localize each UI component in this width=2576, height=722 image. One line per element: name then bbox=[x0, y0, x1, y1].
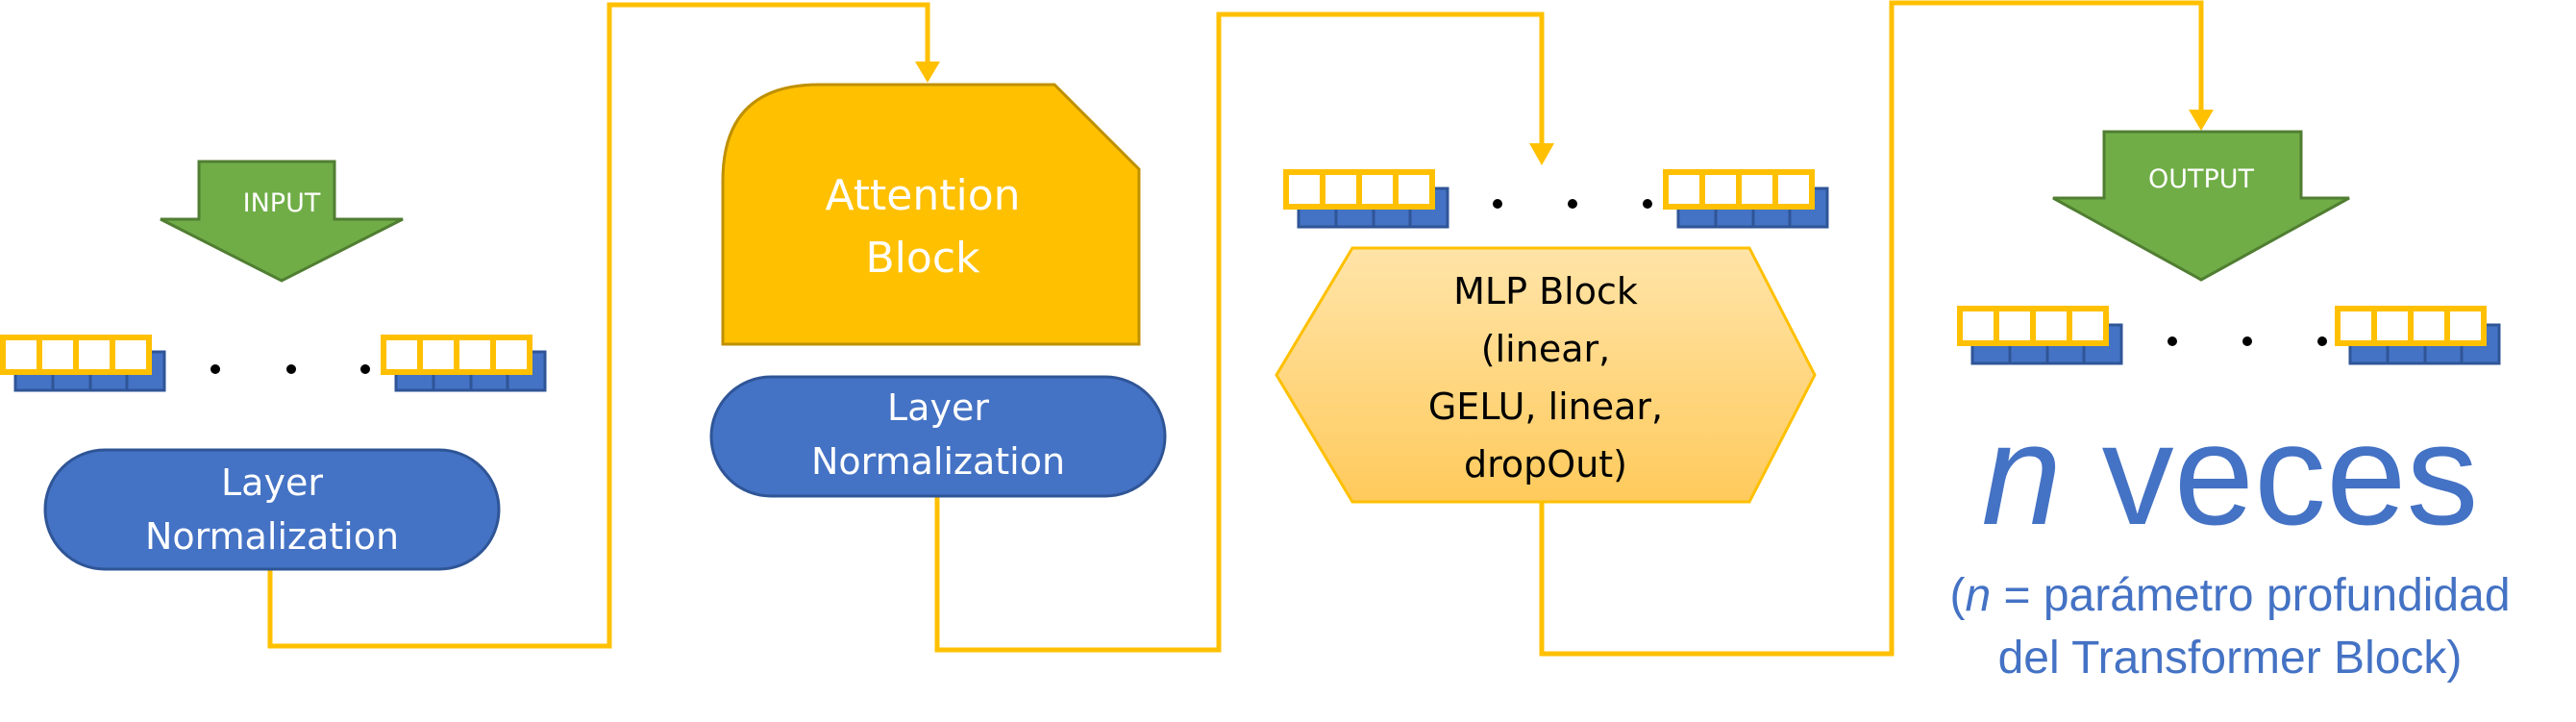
repeat-title-veces: veces bbox=[2062, 393, 2479, 555]
mlp-block-line2: (linear, bbox=[1481, 328, 1610, 370]
repeat-title-n: n bbox=[1982, 393, 2062, 555]
ellipsis-dots-mid bbox=[1493, 199, 1652, 209]
attention-block-line2: Block bbox=[865, 234, 980, 283]
ellipsis-dots-right bbox=[2167, 336, 2327, 346]
input-arrow: INPUT bbox=[160, 160, 404, 283]
repeat-title: n veces bbox=[1982, 393, 2479, 555]
layer-norm-1: Layer Normalization bbox=[43, 448, 501, 571]
token-vector-mid-2 bbox=[1663, 169, 1829, 229]
connector-mlp-to-output bbox=[1539, 0, 2204, 657]
layer-norm-1-line2: Normalization bbox=[145, 515, 399, 558]
token-vector-mid-1 bbox=[1283, 169, 1449, 229]
mlp-block-line3: GELU, linear, bbox=[1428, 386, 1663, 428]
token-vector-right-2 bbox=[2335, 306, 2501, 365]
arrow-head-mlp bbox=[1529, 143, 1554, 165]
mlp-block-line1: MLP Block bbox=[1453, 270, 1638, 312]
connector-norm1-to-attention bbox=[267, 2, 930, 649]
mlp-block-line4: dropOut) bbox=[1464, 443, 1627, 485]
attention-block-shape bbox=[721, 83, 1141, 346]
layer-norm-2-line1: Layer bbox=[887, 386, 989, 429]
attention-block-line1: Attention bbox=[825, 171, 1020, 220]
arrow-head-attention bbox=[915, 62, 940, 83]
input-arrow-shape bbox=[160, 160, 404, 283]
ellipsis-dots-left bbox=[211, 364, 370, 374]
connector-norm2-to-mlp bbox=[934, 12, 1545, 653]
token-vector-right-1 bbox=[1957, 306, 2123, 365]
layer-norm-2: Layer Normalization bbox=[709, 375, 1167, 498]
layer-norm-1-shape bbox=[43, 448, 501, 571]
repeat-subtitle-line2: del Transformer Block) bbox=[1998, 633, 2463, 684]
input-label: INPUT bbox=[243, 188, 321, 218]
token-vector-left-1 bbox=[0, 335, 166, 392]
repeat-subtitle-line1: (n = parámetro profundidad bbox=[1949, 570, 2510, 621]
layer-norm-2-line2: Normalization bbox=[811, 440, 1065, 483]
output-arrow: OUTPUT bbox=[2052, 130, 2350, 282]
repeat-subtitle-paren: ( bbox=[1949, 570, 1965, 621]
mlp-block: MLP Block (linear, GELU, linear, dropOut… bbox=[1275, 246, 1817, 504]
attention-block: Attention Block bbox=[721, 83, 1141, 346]
layer-norm-2-shape bbox=[709, 375, 1167, 498]
output-label: OUTPUT bbox=[2148, 164, 2255, 194]
repeat-subtitle-rest: = parámetro profundidad bbox=[1991, 570, 2510, 621]
mlp-block-shape bbox=[1275, 246, 1817, 504]
arrow-head-output bbox=[2189, 110, 2214, 131]
repeat-note: n veces (n = parámetro profundidad del T… bbox=[1949, 393, 2510, 684]
layer-norm-1-line1: Layer bbox=[221, 461, 323, 504]
token-vector-left-2 bbox=[381, 335, 547, 392]
output-arrow-shape bbox=[2052, 130, 2350, 282]
repeat-subtitle-n: n bbox=[1965, 570, 1991, 621]
